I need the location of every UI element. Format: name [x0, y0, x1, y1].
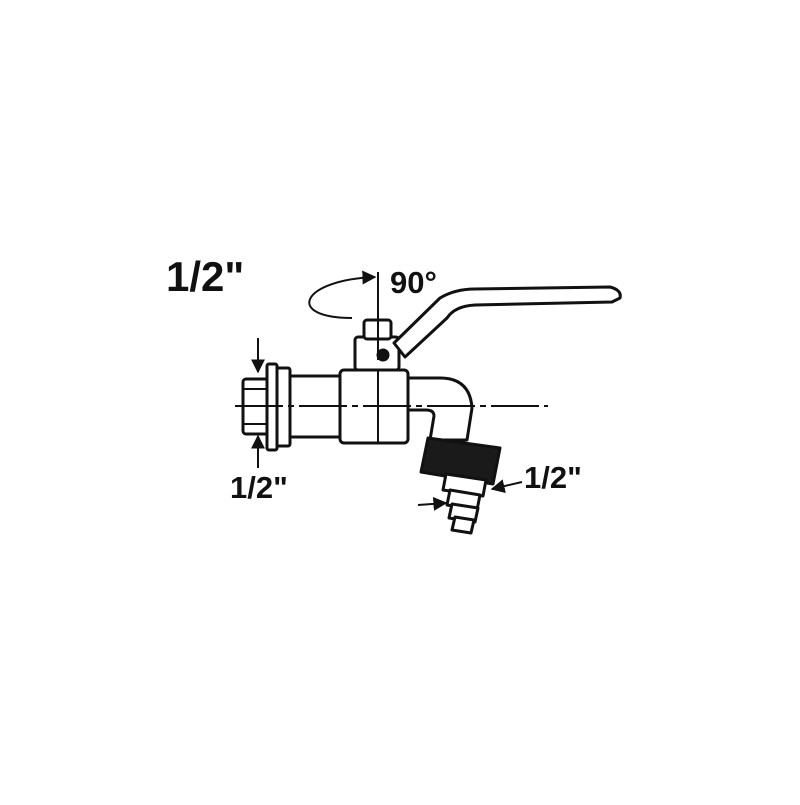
hose-barb [441, 472, 488, 535]
hose-connector-label: 1/2" [524, 460, 582, 495]
rotation-angle-label: 90° [390, 265, 437, 300]
inlet-thread-label: 1/2" [230, 470, 288, 505]
lever-handle [392, 285, 622, 359]
spout-elbow [406, 376, 474, 442]
rotation-arrow [308, 270, 377, 319]
diagram-title: 1/2" [166, 253, 245, 300]
outlet-dimension-arrow-right [490, 479, 523, 493]
outlet-dimension-arrow-left [417, 496, 448, 511]
